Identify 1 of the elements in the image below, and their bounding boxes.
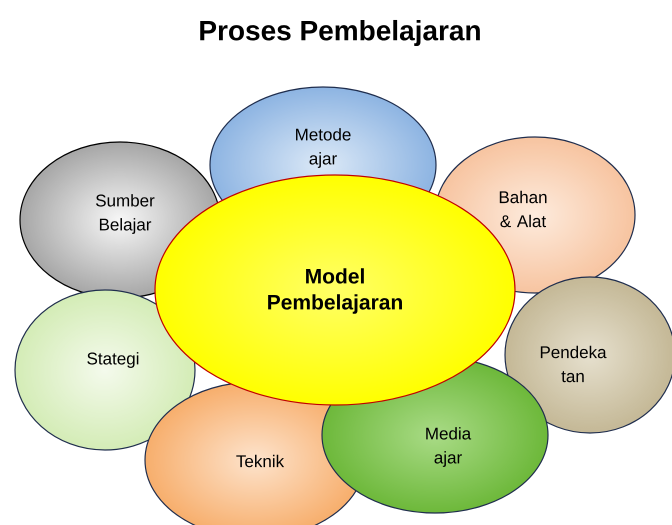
title: Proses Pembelajaran <box>200 20 480 46</box>
